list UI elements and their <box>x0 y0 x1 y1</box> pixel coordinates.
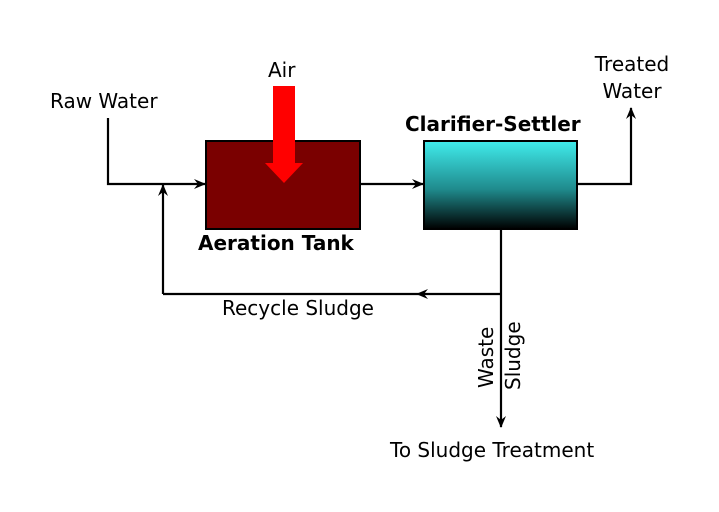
waste-sludge-label-line2: Sludge <box>501 321 525 390</box>
air-label: Air <box>268 58 296 82</box>
treated-water-label-line1: Treated <box>594 52 669 76</box>
treated-water-line <box>577 107 636 186</box>
to-sludge-treatment-label: To Sludge Treatment <box>389 438 594 462</box>
recycle-arrowhead-icon <box>416 289 428 299</box>
treated-water-label-line2: Water <box>602 79 662 103</box>
recycle-sludge-label: Recycle Sludge <box>222 296 374 320</box>
aeration-tank-label: Aeration Tank <box>198 231 355 255</box>
waste-sludge-label-line1: Waste <box>474 327 498 388</box>
air-arrow-icon <box>265 86 303 183</box>
clarifier-label: Clarifier-Settler <box>405 112 581 136</box>
raw-water-label: Raw Water <box>50 89 158 113</box>
clarifier-settler <box>423 140 578 230</box>
raw-water-line <box>106 118 206 189</box>
